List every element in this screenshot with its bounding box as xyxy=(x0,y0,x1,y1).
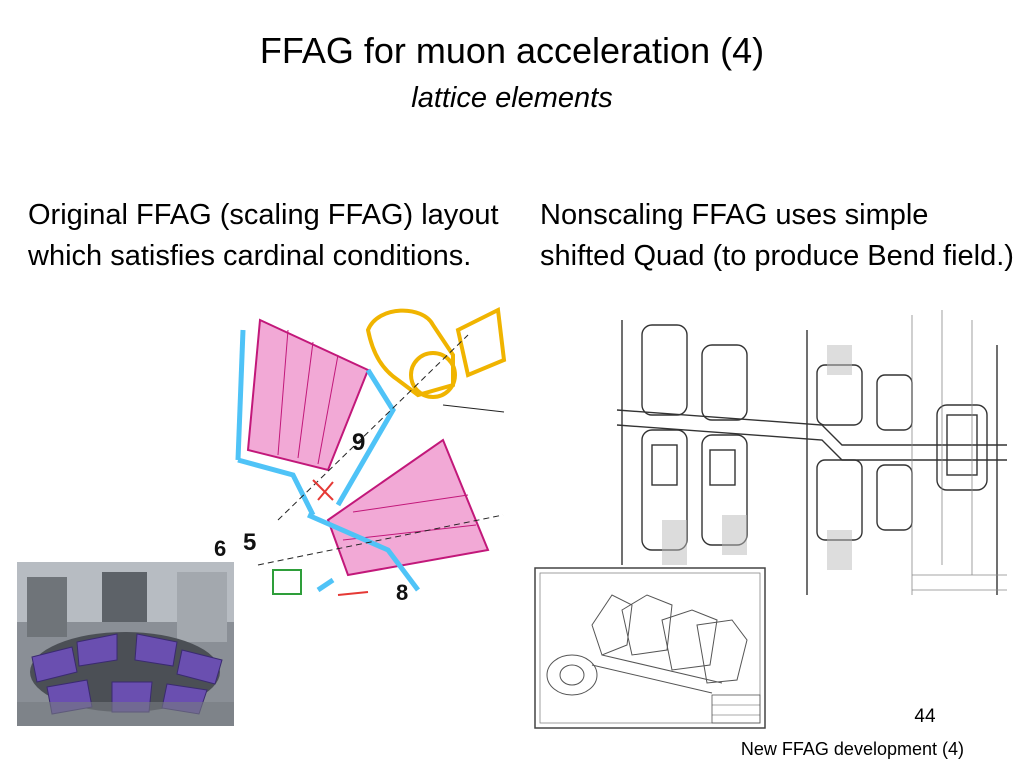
ffag-machine-photo xyxy=(17,562,234,726)
orange-yoke xyxy=(365,306,507,399)
slide-title: FFAG for muon acceleration (4) xyxy=(259,30,765,71)
scaling-ffag-description: Original FFAG (scaling FFAG) layout whic… xyxy=(28,199,499,272)
nonscaling-ffag-description: Nonscaling FFAG uses simple shifted Quad… xyxy=(540,199,1014,272)
lattice-label-5: 5 xyxy=(243,529,256,556)
footer-text: New FFAG development (4) xyxy=(740,739,964,759)
cyan-beam-duct xyxy=(235,329,420,593)
lattice-label-9: 9 xyxy=(352,429,365,456)
pink-magnet-upper xyxy=(246,318,370,472)
nonscaling-quad-drawing xyxy=(612,305,1007,605)
lattice-label-6: 6 xyxy=(214,536,226,561)
lattice-label-8: 8 xyxy=(396,580,408,605)
quad-cad-drawing-sheet xyxy=(532,565,768,731)
slide-subtitle: lattice elements xyxy=(411,82,613,114)
pink-magnet-lower xyxy=(326,438,490,577)
scaling-ffag-lattice-diagram: 9 5 6 8 xyxy=(214,300,507,605)
page-number: 44 xyxy=(914,706,936,727)
